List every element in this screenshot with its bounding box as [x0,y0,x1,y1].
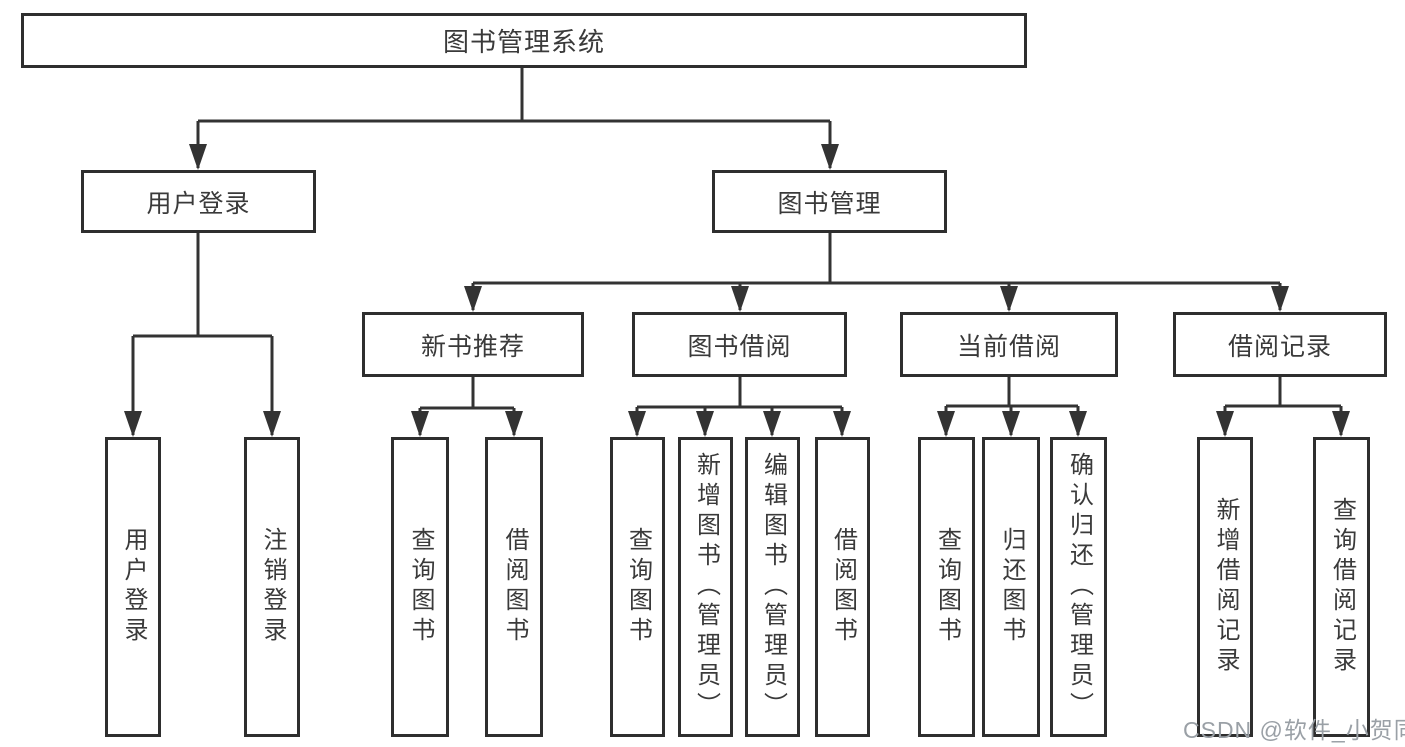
node-return-books: 归还图书 [982,437,1040,737]
node-logout: 注销登录 [244,437,300,737]
node-query-books-2: 查询图书 [610,437,665,737]
connector-stems [131,67,1343,435]
node-book-borrowing: 图书借阅 [632,312,847,377]
node-book-management-label: 图书管理 [777,189,882,218]
node-book-borrowing-label: 图书借阅 [687,332,792,361]
node-library-management-system: 图书管理系统 [21,13,1027,68]
node-book-management: 图书管理 [712,170,947,233]
node-edit-books-admin-label: 编辑图书（管理员） [759,452,787,722]
node-query-books-2-label: 查询图书 [624,527,652,647]
node-add-books-admin: 新增图书（管理员） [678,437,733,737]
node-query-books-1: 查询图书 [391,437,449,737]
node-add-books-admin-label: 新增图书（管理员） [692,452,720,722]
node-current-borrowing: 当前借阅 [900,312,1118,377]
node-user-login-leaf: 用户登录 [105,437,161,737]
node-confirm-return-admin-label: 确认归还（管理员） [1065,452,1093,722]
node-borrow-books-2-label: 借阅图书 [829,527,857,647]
node-logout-label: 注销登录 [259,527,286,647]
node-add-borrow-record: 新增借阅记录 [1197,437,1253,737]
node-user-login-label: 用户登录 [146,189,251,218]
node-query-books-3: 查询图书 [918,437,975,737]
node-edit-books-admin: 编辑图书（管理员） [745,437,800,737]
connector-arrowheads [124,144,1350,437]
node-add-borrow-record-label: 新增借阅记录 [1212,497,1239,677]
node-confirm-return-admin: 确认归还（管理员） [1050,437,1107,737]
node-return-books-label: 归还图书 [998,527,1025,647]
node-new-book-recommend-label: 新书推荐 [420,332,525,361]
node-query-borrow-record: 查询借阅记录 [1313,437,1370,737]
node-borrow-books-2: 借阅图书 [815,437,870,737]
node-new-book-recommend: 新书推荐 [362,312,584,377]
node-current-borrowing-label: 当前借阅 [956,332,1061,361]
node-query-books-3-label: 查询图书 [933,527,961,647]
node-query-borrow-record-label: 查询借阅记录 [1328,497,1356,677]
node-borrow-books-1: 借阅图书 [485,437,543,737]
node-query-books-1-label: 查询图书 [407,527,434,647]
node-user-login: 用户登录 [81,170,316,233]
node-borrowing-records: 借阅记录 [1173,312,1387,377]
node-user-login-leaf-label: 用户登录 [120,527,147,647]
node-library-management-system-label: 图书管理系统 [442,27,605,57]
node-borrow-books-1-label: 借阅图书 [501,527,528,647]
csdn-watermark: CSDN @软件_小贺同学 [1183,717,1405,743]
node-borrowing-records-label: 借阅记录 [1227,332,1332,361]
